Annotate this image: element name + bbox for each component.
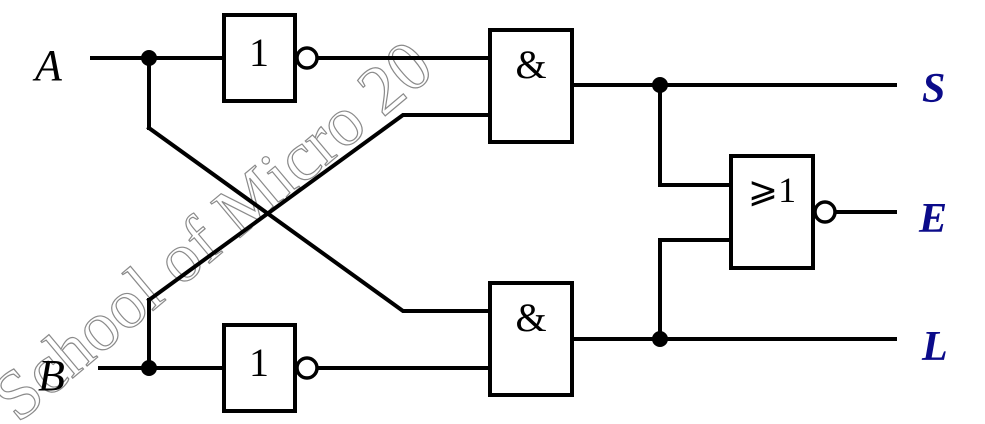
junction-dot-s	[652, 77, 668, 93]
junction-dot-a	[141, 50, 157, 66]
output-l-label: L	[921, 324, 948, 370]
inverter-bubble-icon	[813, 200, 837, 224]
and-gate-bottom: &	[488, 281, 574, 397]
not-top-symbol: 1	[249, 30, 269, 75]
output-e-label: E	[918, 196, 947, 242]
output-l-wires	[570, 238, 897, 341]
inverter-bubble-icon	[295, 46, 319, 70]
and-top-symbol: &	[515, 42, 546, 87]
input-b-wires	[98, 113, 492, 370]
junction-dot-b	[141, 360, 157, 376]
inverter-bubble-icon	[295, 356, 319, 380]
input-b-label: B	[38, 351, 65, 400]
nor-symbol: ⩾1	[748, 170, 796, 210]
input-a-wires	[90, 56, 492, 313]
not-gate-top: 1	[222, 13, 319, 103]
and-gate-top: &	[488, 28, 574, 144]
output-s-wires	[570, 83, 897, 187]
and-bottom-symbol: &	[515, 295, 546, 340]
input-a-label: A	[32, 41, 63, 90]
output-s-label: S	[922, 66, 945, 112]
not-gate-bottom: 1	[222, 323, 319, 413]
nor-gate: ⩾1	[729, 154, 837, 270]
junction-dot-l	[652, 331, 668, 347]
not-bottom-symbol: 1	[249, 340, 269, 385]
